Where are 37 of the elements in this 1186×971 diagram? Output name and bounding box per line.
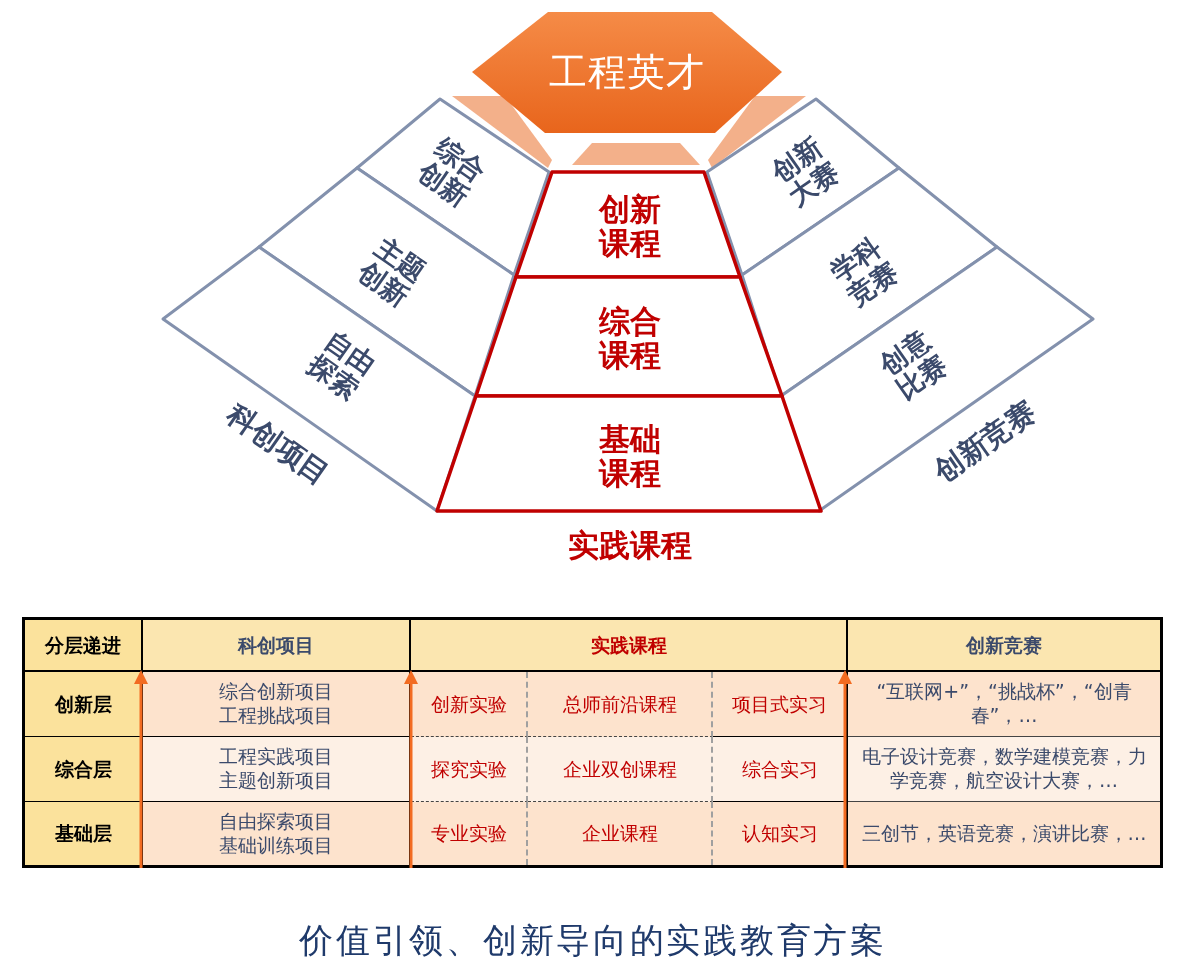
node-label: 主题创新	[352, 232, 432, 312]
table-cell-text: 企业课程	[581, 821, 658, 847]
table-cell-text: 综合创新项目	[219, 680, 333, 704]
node-label: 学科竞赛	[824, 232, 904, 312]
table-cell-text: 探究实验	[430, 756, 507, 782]
table-cell-text: 三创节，英语竞赛，演讲比赛，…	[861, 821, 1147, 846]
table-cell-text: 创新实验	[430, 691, 507, 717]
table-cell-text: 企业双创课程	[562, 756, 677, 782]
row-header-text: 基础层	[54, 821, 112, 847]
row-header-text: 综合层	[54, 756, 112, 782]
table-cell-text: 认知实习	[741, 821, 818, 847]
row-header-text: 创新层	[54, 691, 112, 717]
table-cell-text: 项目式实习	[732, 691, 827, 717]
table-cell-text: “互联网+”，“挑战杯”，“创青春”，…	[875, 680, 1133, 728]
table-cell-text: 工程挑战项目	[219, 704, 333, 728]
table-cell-text: 总师前沿课程	[562, 691, 677, 717]
pyramid-tier	[437, 396, 821, 511]
header-text: 创新竞赛	[966, 632, 1042, 658]
node-label: 创新课程	[599, 191, 661, 261]
table-cell-text: 主题创新项目	[219, 769, 333, 793]
table-cell-text: 综合实习	[741, 756, 818, 782]
hexagon-node	[472, 12, 782, 133]
node-label: 创新大赛	[765, 132, 845, 212]
group-label: 实践课程	[568, 525, 692, 565]
table-cell-text: 基础训练项目	[219, 833, 333, 858]
node-label: 工程英才	[549, 48, 705, 96]
table-cell-text: 工程实践项目	[219, 745, 333, 769]
caption: 价值引领、创新导向的实践教育方案	[298, 919, 888, 962]
header-text: 科创项目	[238, 632, 314, 658]
header-text: 分层递进	[45, 632, 121, 658]
node-label: 基础课程	[599, 421, 661, 491]
table-cell-text: 电子设计竞赛，数学建模竞赛，力学竞赛，航空设计大赛，…	[860, 745, 1148, 793]
node-label: 综合创新	[412, 132, 492, 212]
node-label: 综合课程	[599, 303, 661, 373]
table-cell-text: 自由探索项目	[219, 809, 333, 834]
table-cell-text: 专业实验	[430, 821, 507, 847]
header-text: 实践课程	[590, 632, 667, 658]
